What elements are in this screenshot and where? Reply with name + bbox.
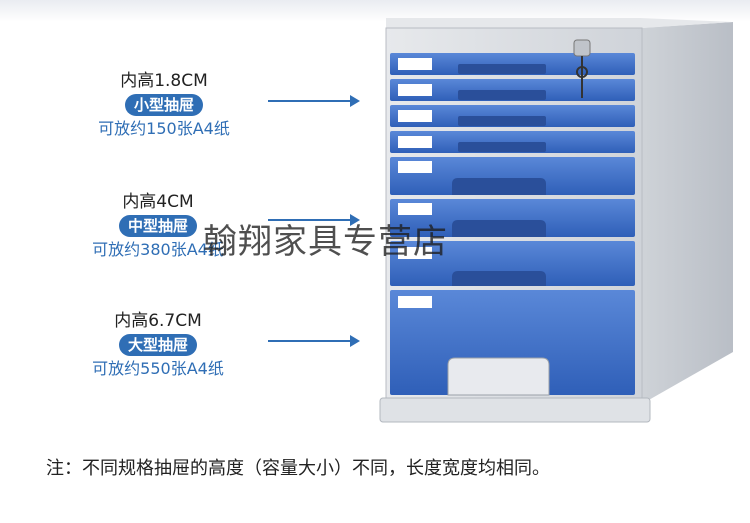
spec-height-label: 内高1.8CM <box>120 71 208 91</box>
arrow-right-icon <box>268 214 360 226</box>
store-watermark: 翰翔家具专营店 <box>203 222 448 262</box>
arrow-right-icon <box>268 335 360 347</box>
top-shade <box>0 0 750 22</box>
spec-height-label: 内高6.7CM <box>114 311 202 331</box>
small-drawers <box>390 53 635 153</box>
spec-large: 内高6.7CM 大型抽屉 可放约550张A4纸 <box>58 310 258 381</box>
spec-capacity-label: 可放约550张A4纸 <box>92 359 224 378</box>
large-drawer <box>390 290 635 396</box>
spec-capacity-label: 可放约150张A4纸 <box>98 119 230 138</box>
arrow-right-icon <box>268 95 360 107</box>
spec-type-badge: 大型抽屉 <box>118 334 197 356</box>
spec-type-badge: 小型抽屉 <box>124 94 203 116</box>
spec-type-badge: 中型抽屉 <box>118 215 197 237</box>
spec-capacity-label: 可放约380张A4纸 <box>92 240 224 259</box>
lock-icon <box>573 39 591 98</box>
spec-small: 内高1.8CM 小型抽屉 可放约150张A4纸 <box>64 70 264 141</box>
spec-height-label: 内高4CM <box>122 192 194 212</box>
footnote: 注：不同规格抽屉的高度（容量大小）不同，长度宽度均相同。 <box>46 458 550 479</box>
medium-drawers <box>390 157 635 286</box>
spec-medium: 内高4CM 中型抽屉 可放约380张A4纸 <box>58 191 258 262</box>
